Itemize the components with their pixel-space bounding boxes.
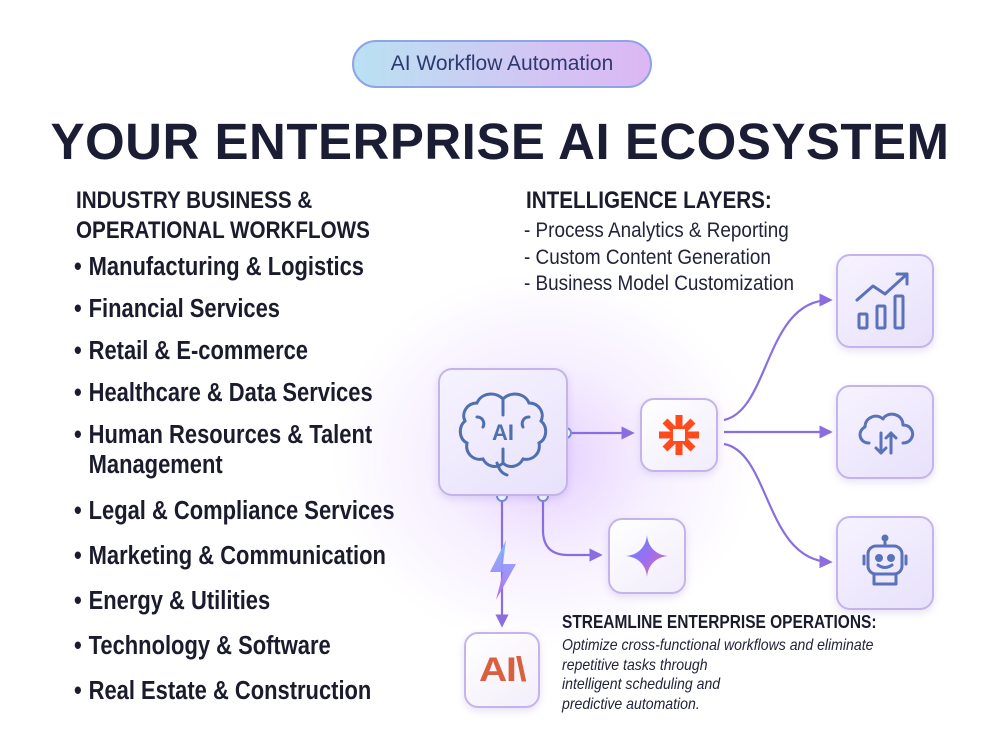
list-item: •Manufacturing & Logistics (74, 253, 364, 281)
gemini-icon (626, 535, 668, 577)
intelligence-section-title: INTELLIGENCE LAYERS: (526, 187, 772, 214)
streamline-desc-line: Optimize cross-functional workflows and … (562, 637, 874, 654)
lightning-bolt-icon (490, 540, 516, 600)
cloud-sync-icon (858, 412, 915, 455)
streamline-desc-line: intelligent scheduling and (562, 676, 721, 693)
robot-assistant-icon (862, 534, 908, 586)
industry-title-line1: INDUSTRY BUSINESS & (76, 187, 313, 214)
zapier-card (640, 398, 718, 472)
robot-card (836, 516, 934, 610)
industry-label-continuation: Management (88, 451, 223, 479)
industry-label: Technology & Software (88, 632, 331, 660)
list-item: - Custom Content Generation (524, 245, 771, 269)
anthropic-icon: AI\ (478, 650, 527, 689)
list-item: •Financial Services (74, 295, 281, 323)
industry-label: Energy & Utilities (88, 587, 271, 615)
anthropic-card: AI\ (464, 632, 540, 708)
streamline-title: STREAMLINE ENTERPRISE OPERATIONS: (562, 612, 877, 632)
list-item: •Marketing & Communication (74, 542, 386, 570)
connector-zapier-to-chart (723, 293, 833, 422)
list-item: •Retail & E-commerce (74, 337, 309, 365)
list-item: - Process Analytics & Reporting (524, 219, 789, 242)
streamline-desc-line: repetitive tasks through (562, 656, 708, 674)
hub-label: AI (492, 420, 514, 445)
industry-label: Legal & Compliance Services (88, 497, 395, 525)
header-badge-label: AI Workflow Automation (390, 52, 614, 75)
list-item: •Legal & Compliance Services (74, 497, 395, 525)
zapier-icon (659, 415, 699, 455)
analytics-chart-icon (855, 272, 909, 330)
industry-label: Financial Services (88, 295, 281, 323)
list-item: •Technology & Software (74, 632, 331, 660)
industry-label: Marketing & Communication (88, 542, 386, 570)
streamline-description: Optimize cross-functional workflows and … (562, 636, 949, 714)
list-item: •Energy & Utilities (74, 587, 271, 615)
industry-label: Retail & E-commerce (88, 337, 309, 365)
industry-title-line2: OPERATIONAL WORKFLOWS (76, 217, 370, 244)
list-item: - Business Model Customization (524, 272, 794, 295)
brain-icon: AI (458, 392, 548, 477)
industry-label: Human Resources & Talent (88, 421, 373, 449)
intelligence-list: - Process Analytics & Reporting - Custom… (524, 218, 824, 298)
list-item: •Real Estate & Construction (74, 677, 372, 705)
streamline-desc-line: predictive automation. (562, 695, 700, 713)
connector-zapier-to-robot (723, 442, 833, 569)
industry-label: Manufacturing & Logistics (88, 253, 364, 281)
analytics-card (836, 254, 934, 348)
cloud-card (836, 385, 934, 479)
ai-hub-card: AI (438, 368, 568, 496)
list-item: •Healthcare & Data Services (74, 379, 373, 407)
industry-section-title: INDUSTRY BUSINESS & OPERATIONAL WORKFLOW… (76, 186, 370, 246)
industry-label: Healthcare & Data Services (88, 379, 373, 407)
connector-hub-to-gemini (541, 500, 603, 562)
industry-label: Real Estate & Construction (88, 677, 372, 705)
header-badge: AI Workflow Automation (352, 40, 652, 88)
gemini-card (608, 518, 686, 594)
page-title: YOUR ENTERPRISE AI ECOSYSTEM (50, 113, 950, 170)
